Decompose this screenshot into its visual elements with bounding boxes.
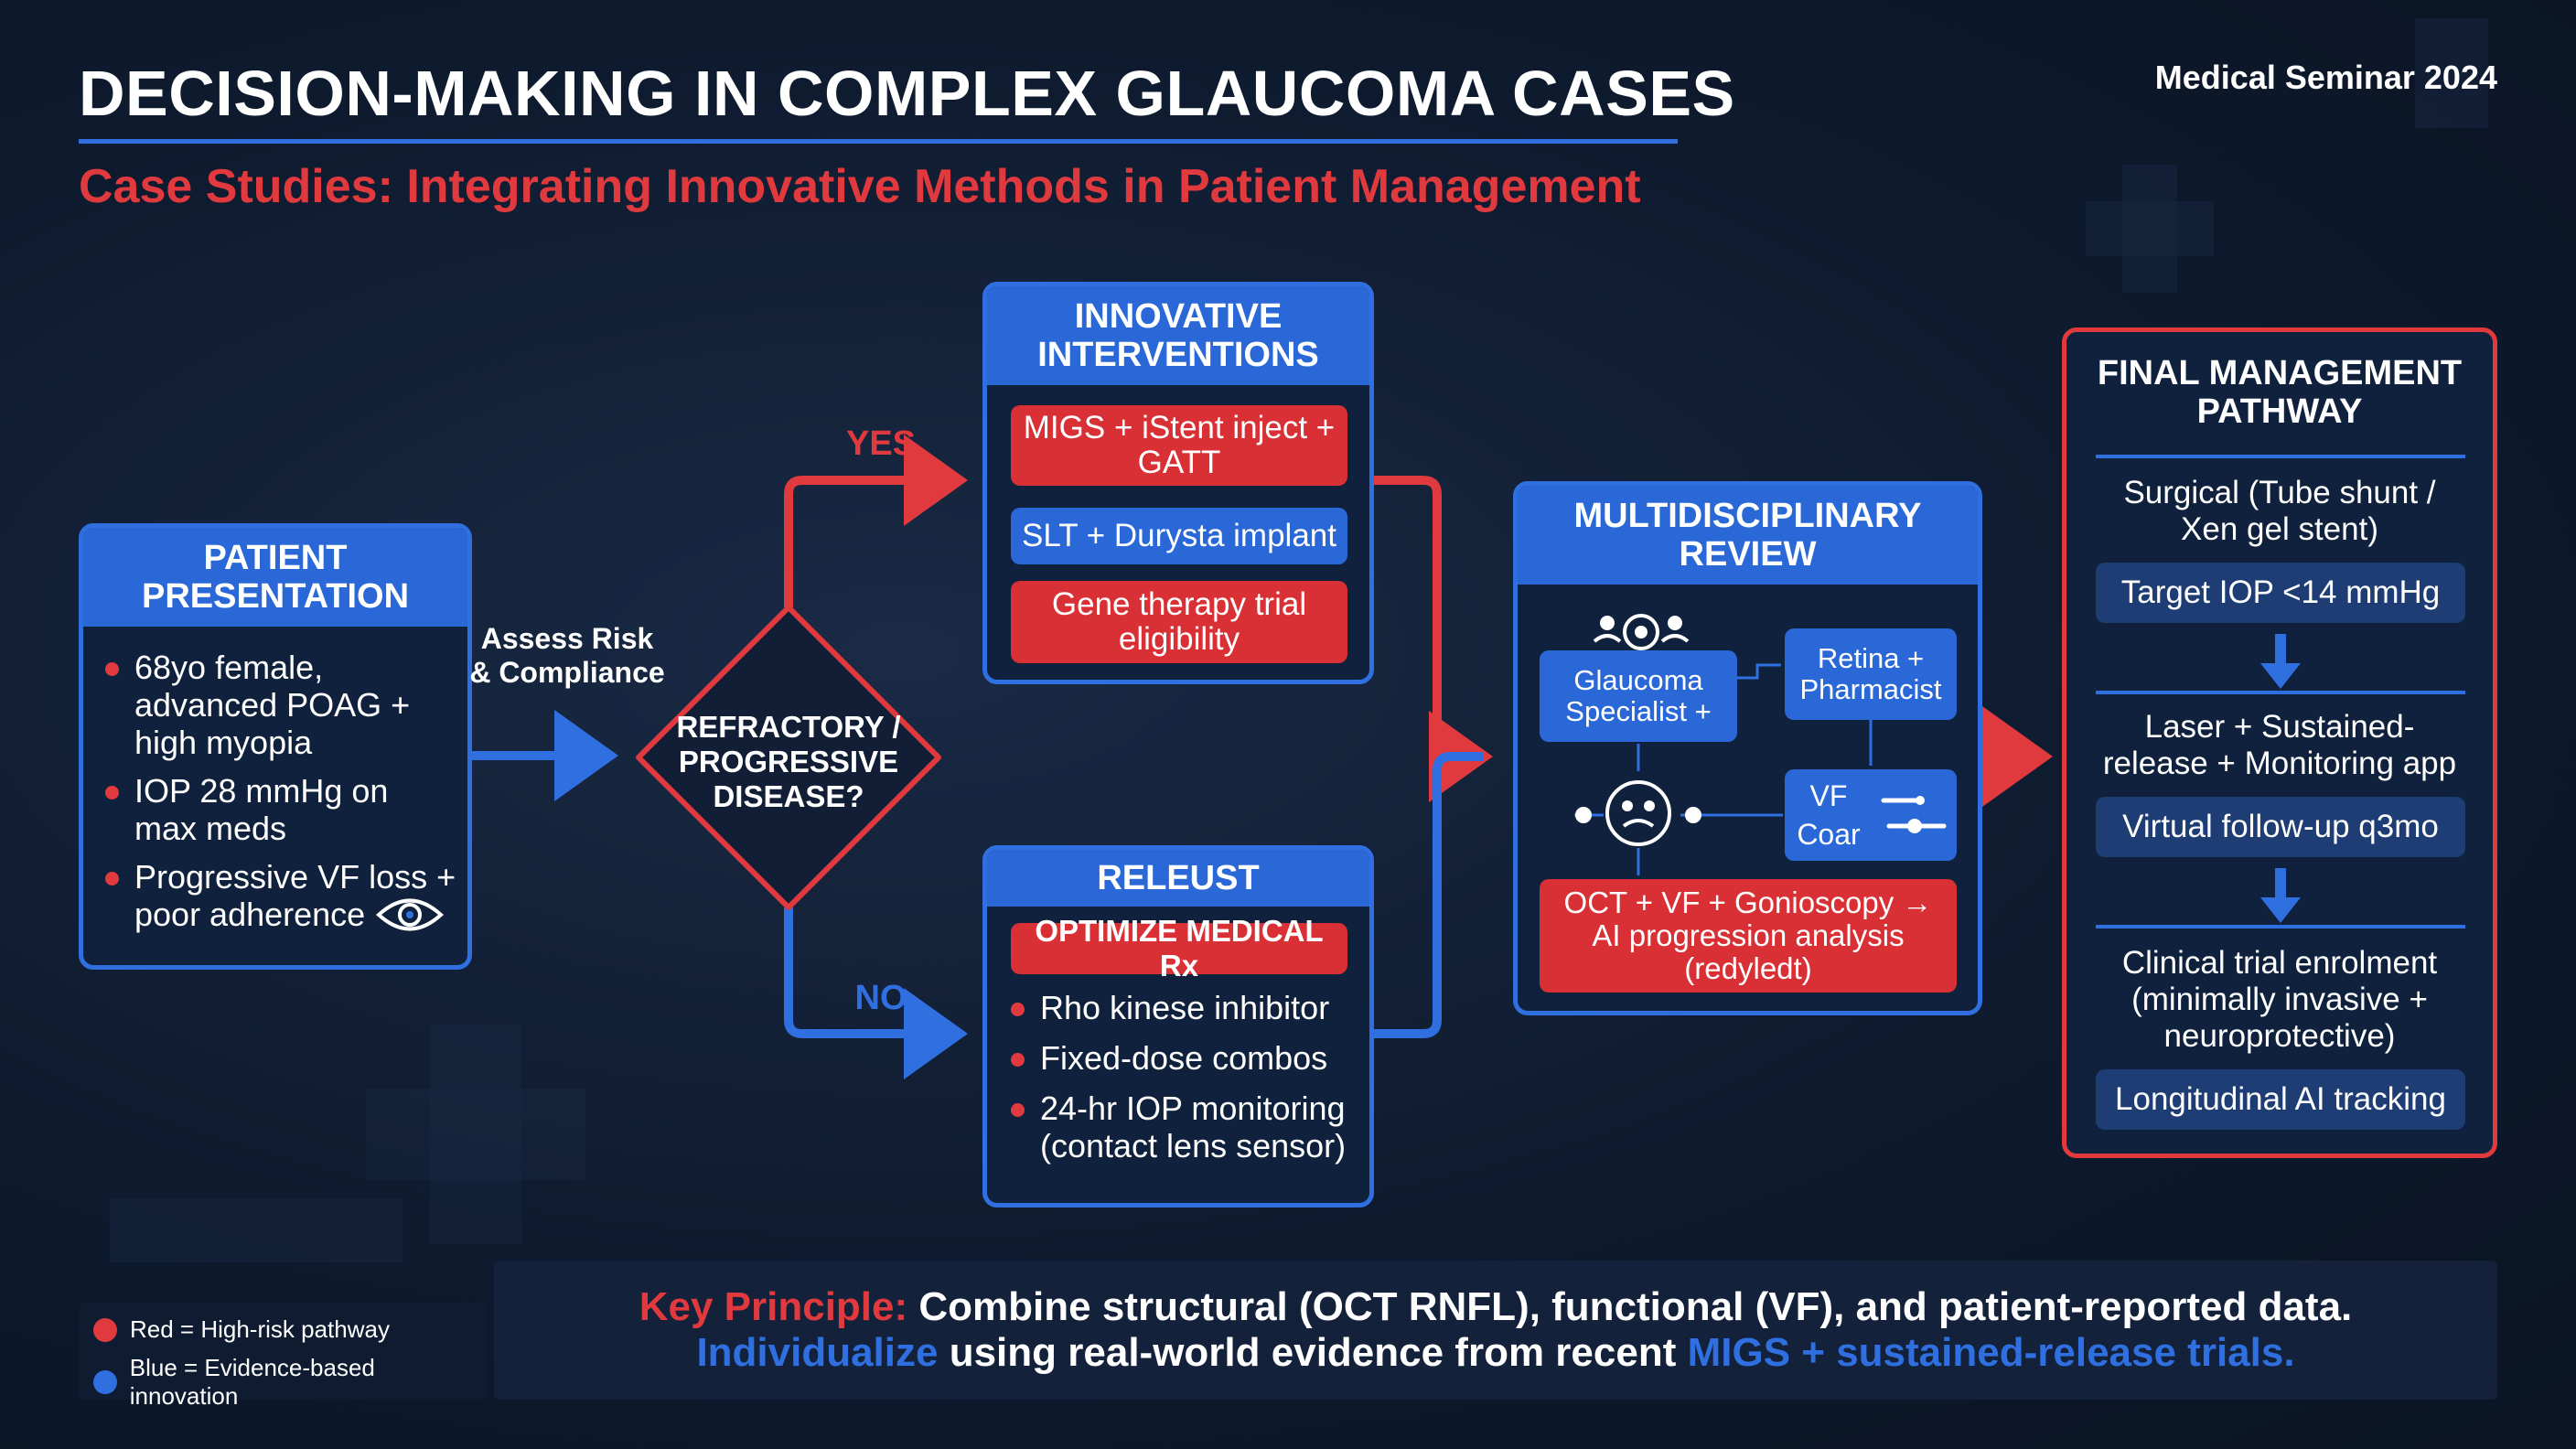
legend-blue-label: Blue = Evidence-based innovation <box>129 1354 375 1410</box>
laser-text: Laser + Sustained-release + Monitoring a… <box>2102 709 2457 781</box>
decor-cross <box>110 1198 402 1262</box>
decision-diamond <box>636 605 941 910</box>
down-arrow-icon <box>2260 634 2301 689</box>
key-principle-text: Combine structural (OCT RNFL), functiona… <box>907 1284 2353 1329</box>
decor-cross <box>366 1089 585 1180</box>
oct-ai-analysis-node: OCT + VF + Gonioscopy → AI progression a… <box>1540 879 1957 993</box>
patient-bullets: 68yo female, advanced POAG + high myopia… <box>105 649 456 944</box>
stethoscope-icon <box>1881 796 1947 833</box>
coar-label: Coar <box>1797 818 1861 851</box>
arrow-no <box>784 907 968 1079</box>
target-iop-pill: Target IOP <14 mmHg <box>2096 563 2465 623</box>
list-item: Fixed-dose combos <box>1011 1039 1358 1077</box>
individualize-text: using real-world evidence from recent <box>938 1330 1688 1375</box>
divider <box>2096 455 2465 458</box>
innovative-interventions-box: INNOVATIVE INTERVENTIONS MIGS + iStent i… <box>982 282 1374 684</box>
page-subtitle: Case Studies: Integrating Innovative Met… <box>79 160 1641 213</box>
key-principle-label: Key Principle: <box>639 1284 908 1329</box>
review-flow <box>1574 663 1873 875</box>
legend-red: Red = High-risk pathway <box>93 1315 390 1344</box>
final-management-box: FINAL MANAGEMENT PATHWAY Surgical (Tube … <box>2062 327 2497 1158</box>
eye-icon <box>376 898 444 931</box>
multidisciplinary-title: MULTIDISCIPLINARY REVIEW <box>1518 486 1978 585</box>
releust-bullets: Rho kinese inhibitor Fixed-dose combos 2… <box>1011 989 1358 1175</box>
yes-label: YES <box>845 424 917 463</box>
innovative-title: INNOVATIVE INTERVENTIONS <box>987 286 1369 385</box>
legend-blue: Blue = Evidence-based innovation <box>93 1354 487 1411</box>
legend-red-label: Red = High-risk pathway <box>130 1315 390 1343</box>
list-item: Rho kinese inhibitor <box>1011 989 1358 1026</box>
page-title: DECISION-MAKING IN COMPLEX GLAUCOMA CASE… <box>79 58 1735 129</box>
title-underline <box>79 139 1678 144</box>
glaucoma-specialist-node: Glaucoma Specialist + <box>1540 650 1737 742</box>
footer-line-2: Individualize using real-world evidence … <box>494 1330 2497 1376</box>
patient-presentation-box: PATIENT PRESENTATION 68yo female, advanc… <box>79 523 472 970</box>
optimize-medical-highlight: OPTIMIZE MEDICAL Rx <box>1011 914 1347 982</box>
list-item: 24-hr IOP monitoring (contact lens senso… <box>1011 1089 1358 1165</box>
divider <box>2096 691 2465 694</box>
divider <box>2096 925 2465 928</box>
list-item: Progressive VF loss + poor adherence <box>105 858 456 933</box>
individualize-label: Individualize <box>696 1330 939 1375</box>
trials-highlight: MIGS + sustained-release trials. <box>1687 1330 2295 1375</box>
intervention-item: MIGS + iStent inject + GATT <box>1011 405 1347 486</box>
virtual-followup-pill: Virtual follow-up q3mo <box>2096 797 2465 857</box>
team-icon <box>1593 614 1690 650</box>
list-item: IOP 28 mmHg on max meds <box>105 772 456 847</box>
key-principle-footer: Key Principle: Combine structural (OCT R… <box>494 1261 2497 1400</box>
final-title: FINAL MANAGEMENT PATHWAY <box>2097 354 2463 431</box>
releust-box: RELEUST OPTIMIZE MEDICAL Rx Rho kinese i… <box>982 845 1374 1208</box>
releust-title: RELEUST <box>987 850 1369 907</box>
decor-cross <box>2415 18 2488 128</box>
legend: Red = High-risk pathway Blue = Evidence-… <box>79 1303 487 1410</box>
arrow-innovative-to-review <box>1374 476 1493 802</box>
decision-label: REFRACTORY / PROGRESSIVE DISEASE? <box>676 710 901 813</box>
down-arrow-icon <box>2260 868 2301 923</box>
arrow-releust-to-review <box>1374 752 1484 1038</box>
seminar-label: Medical Seminar 2024 <box>2154 59 2497 96</box>
patient-title: PATIENT PRESENTATION <box>83 528 467 627</box>
list-item: 68yo female, advanced POAG + high myopia <box>105 649 456 761</box>
longitudinal-ai-pill: Longitudinal AI tracking <box>2096 1069 2465 1130</box>
surgical-text: Surgical (Tube shunt / Xen gel stent) <box>2123 475 2436 547</box>
multidisciplinary-review-box: MULTIDISCIPLINARY REVIEW Glaucoma Specia… <box>1513 481 1982 1015</box>
retina-pharmacist-node: Retina + Pharmacist <box>1785 628 1957 720</box>
assess-label: Assess Risk & Compliance <box>469 622 665 689</box>
intervention-item: Gene therapy trial eligibility <box>1011 581 1347 663</box>
vf-node: VF Coar <box>1785 769 1957 861</box>
red-dot-icon <box>93 1317 117 1342</box>
intervention-item: SLT + Durysta implant <box>1011 508 1347 564</box>
no-label: NO <box>854 979 907 1017</box>
blue-dot-icon <box>93 1370 117 1394</box>
footer-line-1: Key Principle: Combine structural (OCT R… <box>494 1284 2497 1330</box>
vf-label: VF <box>1809 779 1848 812</box>
decor-cross <box>2086 201 2214 256</box>
arrow-yes <box>784 435 968 607</box>
clinical-trial-text: Clinical trial enrolment (minimally inva… <box>2121 945 2438 1054</box>
